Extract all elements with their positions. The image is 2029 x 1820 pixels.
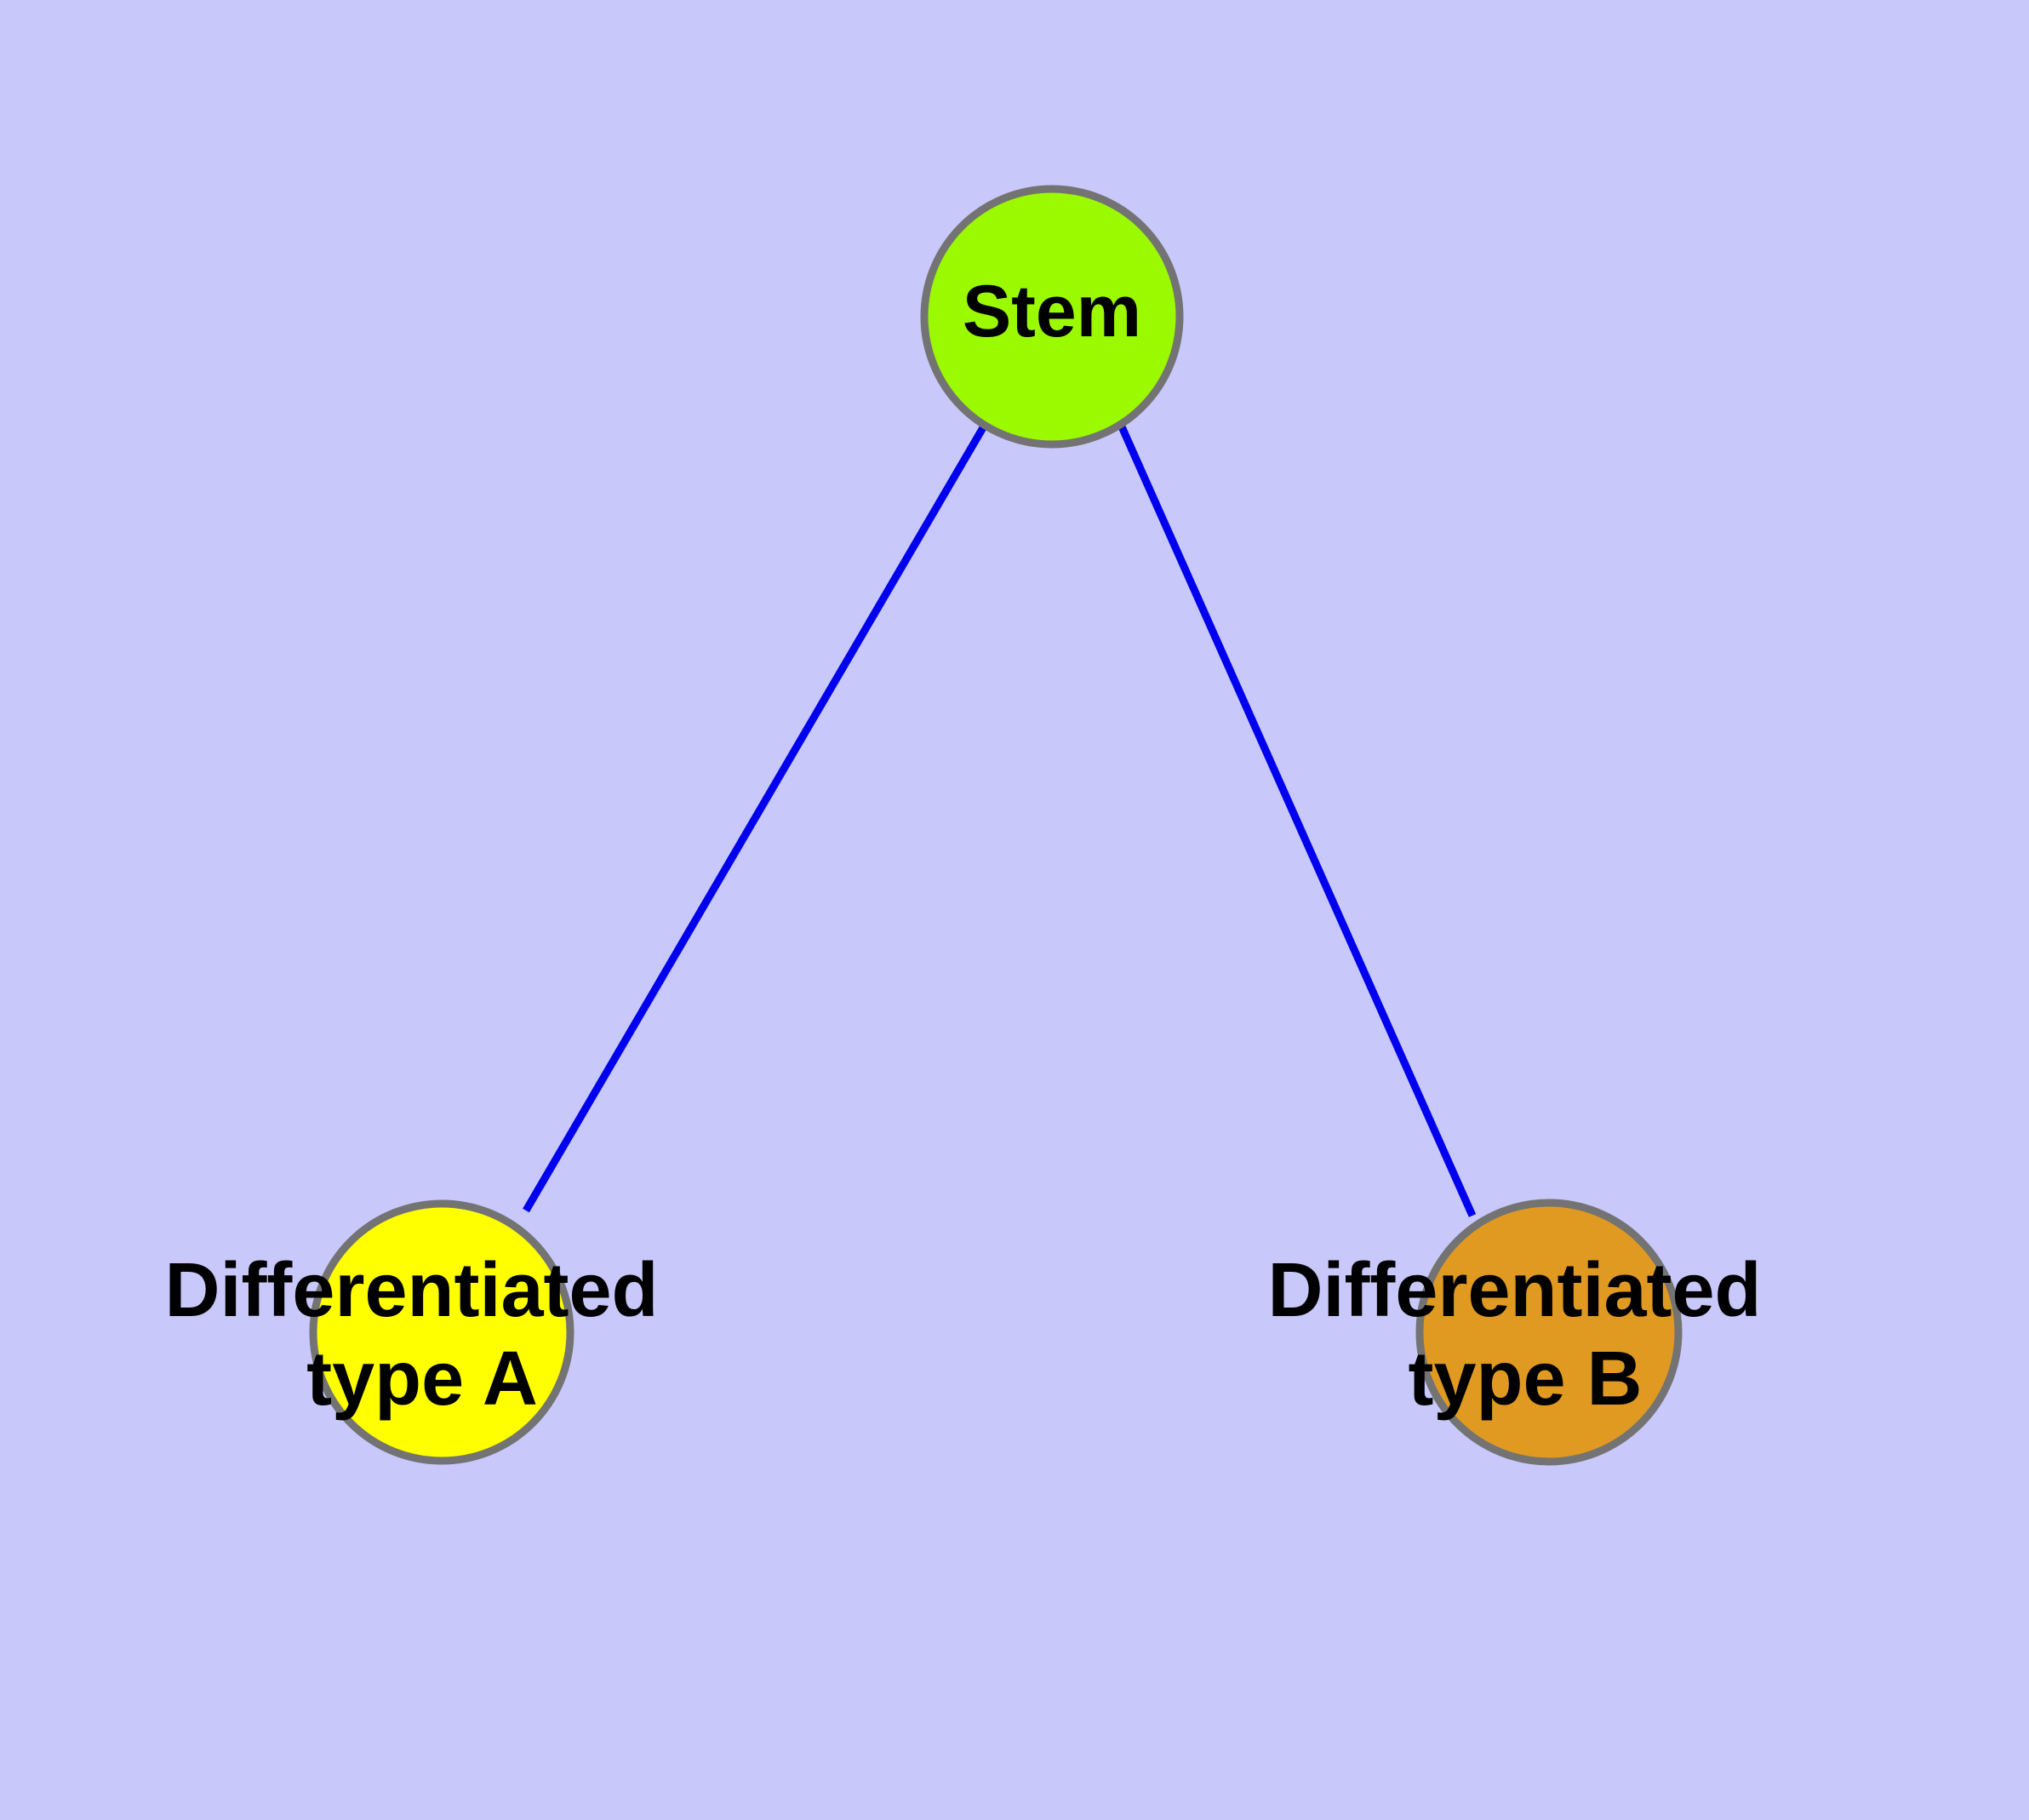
node-differentiated-type-b[interactable]	[1415, 1199, 1683, 1466]
node-label-stem-line-1: Stem	[963, 271, 1141, 352]
node-label-differentiated-type-a-line-2: type A	[306, 1336, 538, 1422]
node-label-differentiated-type-b-line-1: Differentiated	[1267, 1248, 1761, 1333]
node-label-stem: Stem	[963, 271, 1141, 352]
node-label-differentiated-type-b: Differentiated type B	[1267, 1248, 1782, 1422]
edge-stem-to-differentiated-type-b[interactable]	[1117, 423, 1477, 1217]
edge-stem-to-differentiated-type-a[interactable]	[523, 422, 988, 1213]
node-stem[interactable]	[920, 185, 1184, 449]
node-label-differentiated-type-a: Differentiated type A	[164, 1248, 679, 1422]
node-label-differentiated-type-a-line-1: Differentiated	[164, 1248, 658, 1333]
node-differentiated-type-a[interactable]	[309, 1199, 574, 1465]
node-label-differentiated-type-b-line-2: type B	[1408, 1336, 1642, 1422]
